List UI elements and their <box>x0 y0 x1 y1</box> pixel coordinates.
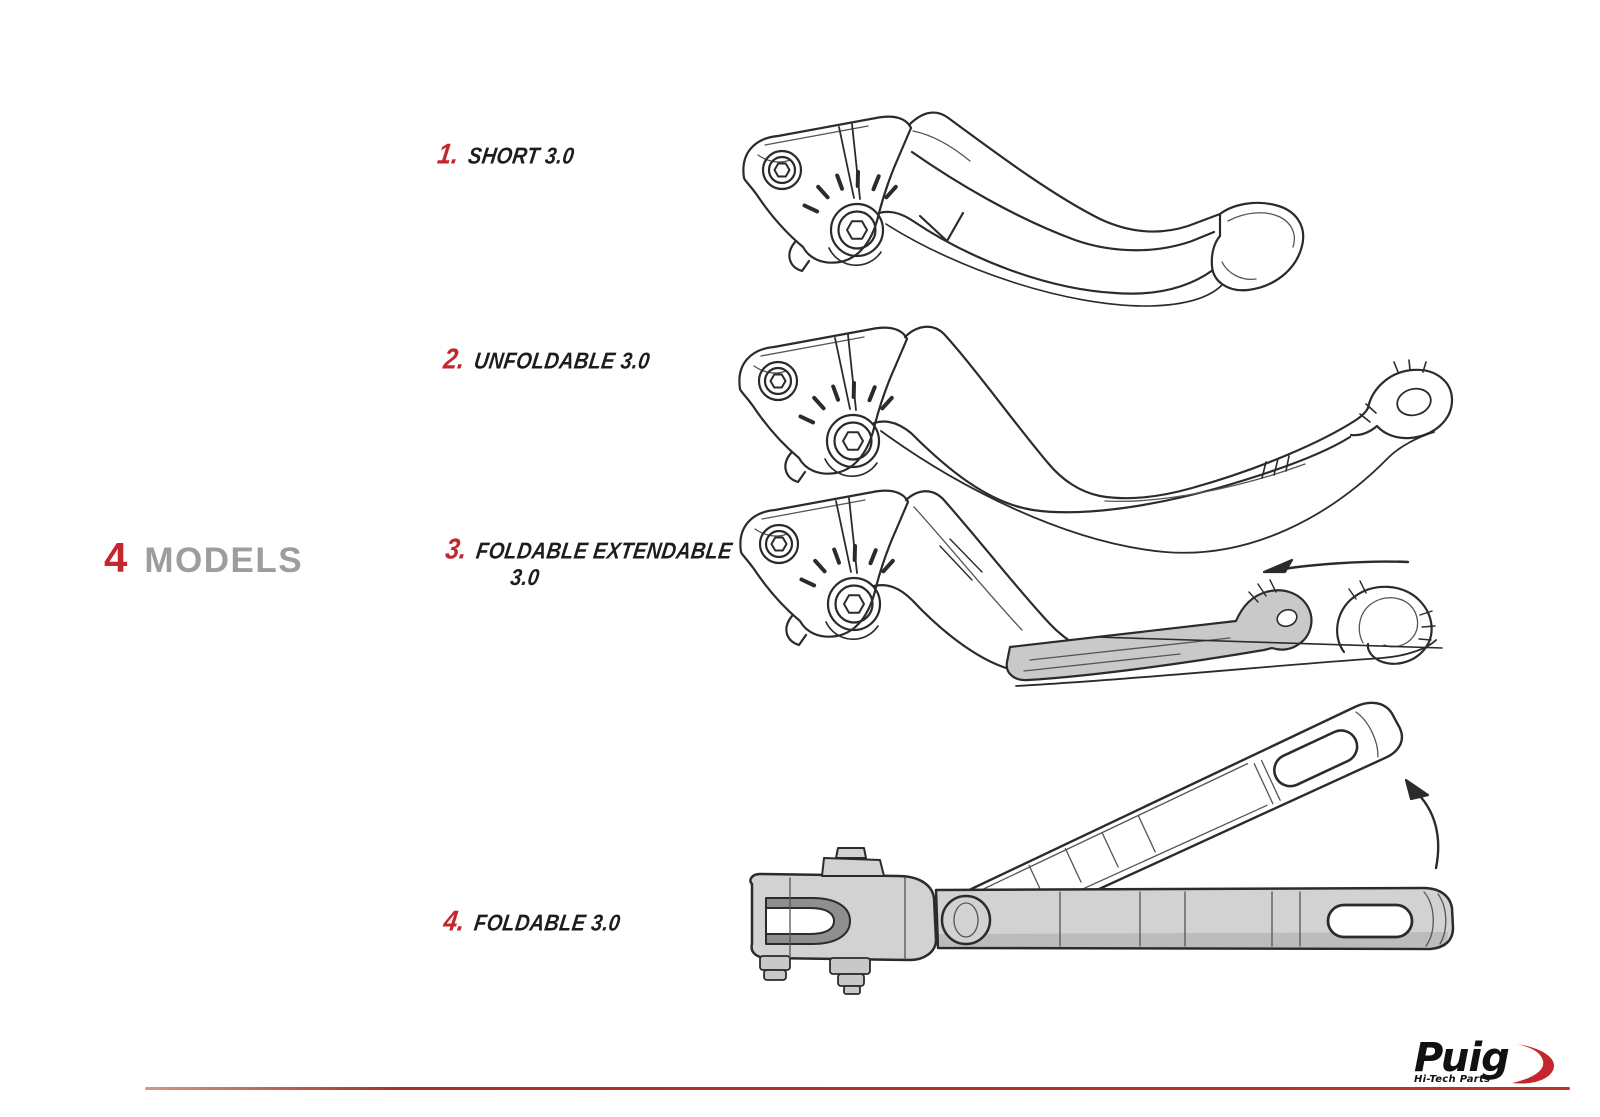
arrow-left-icon <box>1262 558 1410 574</box>
brand-tagline: Hi-Tech Parts <box>1414 1074 1491 1085</box>
model-label-short: 1. SHORT 3.0 <box>435 138 576 171</box>
models-word: MODELS <box>144 541 304 580</box>
lever-foldable-sketch <box>749 701 1455 995</box>
lever-foldable-extendable-sketch <box>738 488 1443 687</box>
puig-logo-swoosh <box>1512 1044 1555 1084</box>
lever-unfoldable-sketch <box>737 325 1454 554</box>
brand-name: Puig <box>1414 1035 1510 1081</box>
model-name: SHORT 3.0 <box>466 143 576 170</box>
model-name: UNFOLDABLE 3.0 <box>472 348 652 375</box>
models-title: 4 MODELS <box>104 534 303 582</box>
model-label-foldable: 4. FOLDABLE 3.0 <box>441 905 622 938</box>
puig-logo: Puig Hi-Tech Parts <box>1414 1035 1510 1085</box>
footer-rule <box>145 1087 1570 1090</box>
model-number: 3. <box>443 533 469 566</box>
model-number: 1. <box>435 138 461 171</box>
model-name: FOLDABLE EXTENDABLE <box>474 538 734 565</box>
model-label-unfoldable: 2. UNFOLDABLE 3.0 <box>441 343 652 376</box>
model-number: 2. <box>441 343 467 376</box>
arrow-curve-up-icon <box>1404 778 1440 870</box>
lever-short-sketch <box>741 111 1305 307</box>
model-label-foldable-extendable: 3. FOLDABLE EXTENDABLE 3.0 <box>440 533 735 592</box>
models-count: 4 <box>104 534 128 581</box>
model-name: FOLDABLE 3.0 <box>472 910 622 937</box>
model-name-line2: 3.0 <box>508 565 542 591</box>
model-number: 4. <box>441 905 467 938</box>
